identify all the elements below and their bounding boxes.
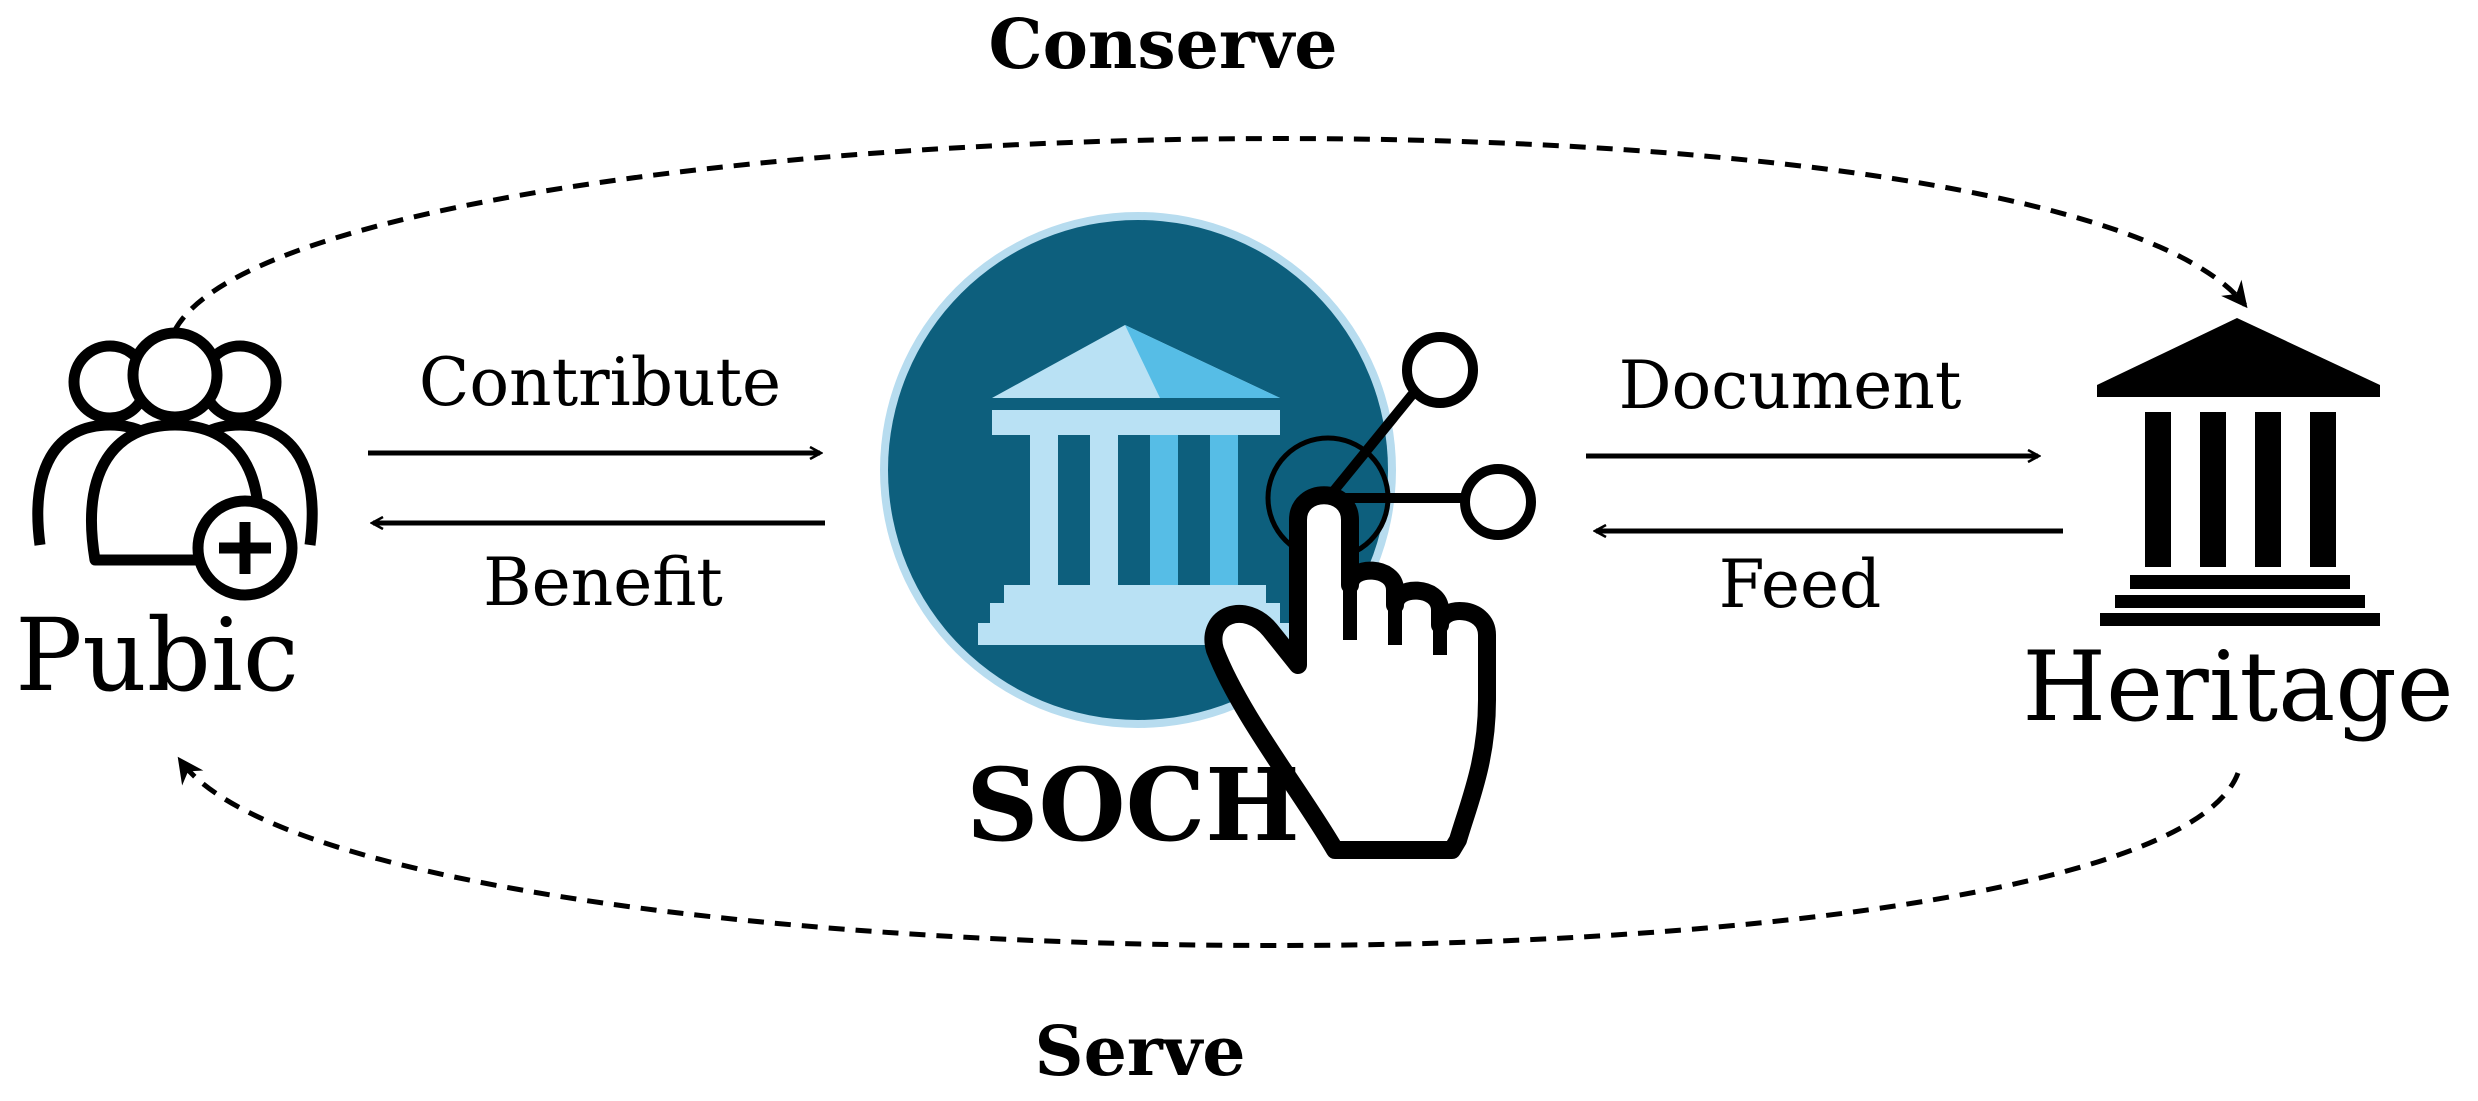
public-label: Pubic bbox=[15, 597, 299, 714]
museum-touch-icon bbox=[880, 212, 1536, 859]
serve-arc bbox=[177, 756, 2241, 948]
feed-label: Feed bbox=[1719, 546, 1882, 623]
conserve-label: Conserve bbox=[988, 5, 1337, 85]
museum-icon bbox=[2097, 318, 2380, 626]
serve-label: Serve bbox=[1035, 1012, 1246, 1092]
heritage-label: Heritage bbox=[2022, 631, 2453, 743]
document-label: Document bbox=[1619, 347, 1962, 424]
people-plus-icon bbox=[32, 327, 318, 601]
benefit-label: Benefit bbox=[483, 544, 723, 621]
pointing-hand bbox=[1204, 486, 1496, 859]
conserve-arc bbox=[172, 136, 2248, 332]
soch-label: SOCH bbox=[966, 746, 1299, 864]
contribute-label: Contribute bbox=[419, 344, 781, 421]
